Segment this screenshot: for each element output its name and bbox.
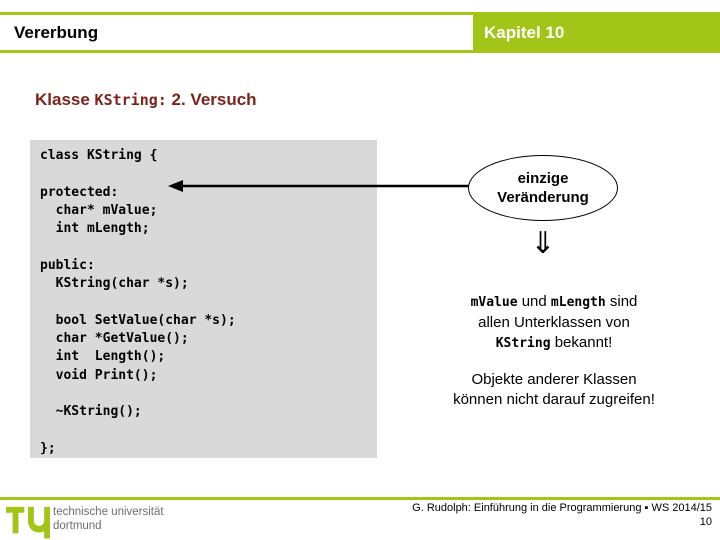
note1-code-kstring: KString bbox=[495, 336, 551, 351]
code-block: class KString { protected: char* mValue;… bbox=[30, 140, 377, 458]
page-number: 10 bbox=[699, 516, 712, 528]
note-members-visible: mValue und mLength sind allen Unterklass… bbox=[406, 292, 702, 354]
ellipse-line1: einzige bbox=[517, 169, 569, 187]
annotation-ellipse: einzige Veränderung bbox=[468, 155, 618, 221]
note1-code-mlength: mLength bbox=[550, 295, 606, 310]
logo-text-line2: dortmund bbox=[53, 520, 102, 532]
code-text: class KString { protected: char* mValue;… bbox=[40, 148, 236, 456]
note-no-external-access: Objekte anderer Klassen können nicht dar… bbox=[398, 370, 710, 410]
note1-mid: und bbox=[517, 293, 551, 310]
double-down-arrow-icon: ⇓ bbox=[530, 226, 556, 261]
footer-divider bbox=[0, 497, 720, 500]
header-title: Vererbung bbox=[14, 22, 99, 42]
note1-tail2: bekannt! bbox=[550, 334, 613, 351]
pointer-arrow-icon bbox=[168, 180, 470, 192]
chapter-label: Kapitel 10 bbox=[484, 23, 565, 42]
slide-title-code: KString: bbox=[94, 91, 167, 109]
note1-code-mvalue: mValue bbox=[470, 295, 518, 310]
ellipse-line2: Veränderung bbox=[497, 189, 589, 206]
note1-tail1: sind bbox=[605, 293, 638, 310]
note1-line2: allen Unterklassen von bbox=[478, 314, 630, 331]
logo-text: technische universität dortmund bbox=[53, 505, 164, 533]
slide-title: Klasse KString: 2. Versuch bbox=[35, 90, 257, 110]
tu-dortmund-logo bbox=[6, 506, 50, 539]
slide-title-suffix: 2. Versuch bbox=[166, 90, 257, 109]
header-title-box: Vererbung bbox=[0, 15, 473, 50]
slide-title-prefix: Klasse bbox=[35, 90, 95, 109]
note2-line2: können nicht darauf zugreifen! bbox=[453, 391, 655, 408]
logo-text-line1: technische universität bbox=[53, 506, 164, 518]
footer-credit: G. Rudolph: Einführung in die Programmie… bbox=[412, 502, 712, 514]
footer-credit-block: G. Rudolph: Einführung in die Programmie… bbox=[412, 501, 712, 529]
note2-line1: Objekte anderer Klassen bbox=[471, 371, 637, 388]
